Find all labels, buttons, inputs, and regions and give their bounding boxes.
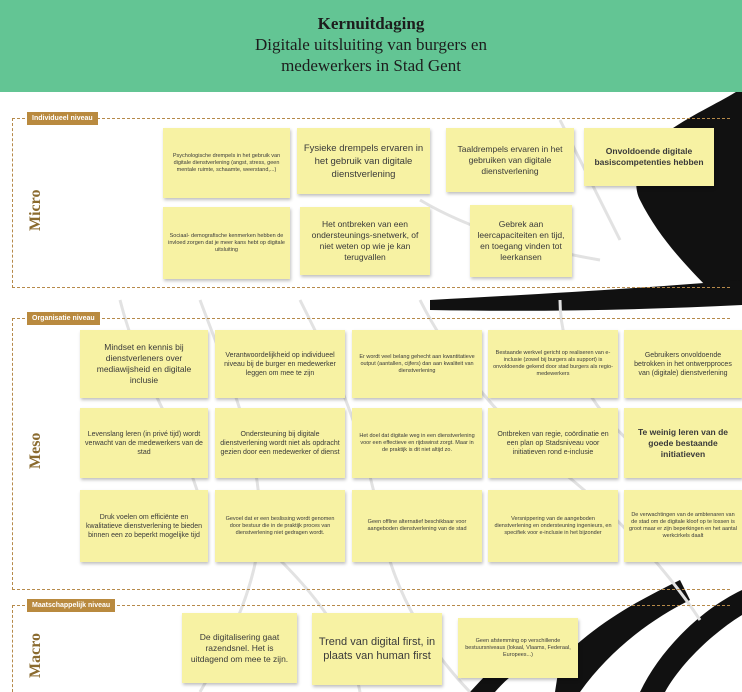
- page-subtitle-line-1: Digitale uitsluiting van burgers en: [255, 35, 487, 54]
- micro-note-6: Het ontbreken van een ondersteunings-sne…: [300, 207, 430, 275]
- micro-note-5: Sociaal- demografische kenmerken hebben …: [163, 207, 290, 279]
- micro-note-2: Fysieke drempels ervaren in het gebruik …: [297, 128, 430, 194]
- meso-note-11: Druk voelen om efficiënte en kwalitatiev…: [80, 490, 208, 562]
- meso-note-1: Mindset en kennis bij dienstverleners ov…: [80, 330, 208, 398]
- header-banner: Kernuitdaging Digitale uitsluiting van b…: [0, 0, 742, 92]
- meso-level-label: Meso: [27, 432, 44, 469]
- micro-section: Individueel niveau Micro: [12, 112, 730, 288]
- meso-note-7: Ondersteuning bij digitale dienstverleni…: [215, 408, 345, 478]
- meso-note-14: Versnippering van de aangeboden dienstve…: [488, 490, 618, 562]
- meso-note-13: Geen offline alternatief beschikbaar voo…: [352, 490, 482, 562]
- macro-level-label: Macro: [27, 632, 44, 678]
- micro-note-7: Gebrek aan leercapaciteiten en tijd, en …: [470, 205, 572, 277]
- meso-note-9: Ontbreken van regie, coördinatie en een …: [488, 408, 618, 478]
- micro-level-label: Micro: [27, 189, 44, 231]
- meso-section: Organisatie niveau Meso: [12, 312, 730, 590]
- micro-note-1: Psychologische drempels in het gebruik v…: [163, 128, 290, 198]
- meso-note-3: Er wordt veel belang gehecht aan kwantit…: [352, 330, 482, 398]
- page-title: Kernuitdaging: [317, 14, 425, 33]
- micro-note-3: Taaldrempels ervaren in het gebruiken va…: [446, 128, 574, 192]
- meso-note-8: Het doel dat digitale weg in een dienstv…: [352, 408, 482, 478]
- meso-section-tag: Organisatie niveau: [27, 312, 100, 325]
- meso-note-10: Te weinig leren van de goede bestaande i…: [624, 408, 742, 478]
- macro-note-3: Geen afstemming op verschillende bestuur…: [458, 618, 578, 678]
- macro-section: Maatschappelijk niveau Macro: [12, 599, 730, 692]
- meso-note-2: Verantwoordelijkheid op individueel nive…: [215, 330, 345, 398]
- meso-note-12: Gevoel dat er een beslissing wordt genom…: [215, 490, 345, 562]
- macro-section-tag: Maatschappelijk niveau: [27, 599, 116, 612]
- meso-note-4: Bestaande werkvel gericht op realiseren …: [488, 330, 618, 398]
- meso-note-15: De verwachtingen van de ambtenaren van d…: [624, 490, 742, 562]
- meso-note-6: Levenslang leren (in privé tijd) wordt v…: [80, 408, 208, 478]
- meso-note-5: Gebruikers onvoldoende betrokken in het …: [624, 330, 742, 398]
- micro-section-tag: Individueel niveau: [27, 112, 98, 125]
- micro-note-4: Onvoldoende digitale basiscompetenties h…: [584, 128, 714, 186]
- page-subtitle-line-2: medewerkers in Stad Gent: [281, 56, 461, 75]
- macro-note-2: Trend van digital first, in plaats van h…: [312, 613, 442, 685]
- macro-note-1: De digitalisering gaat razendsnel. Het i…: [182, 613, 297, 683]
